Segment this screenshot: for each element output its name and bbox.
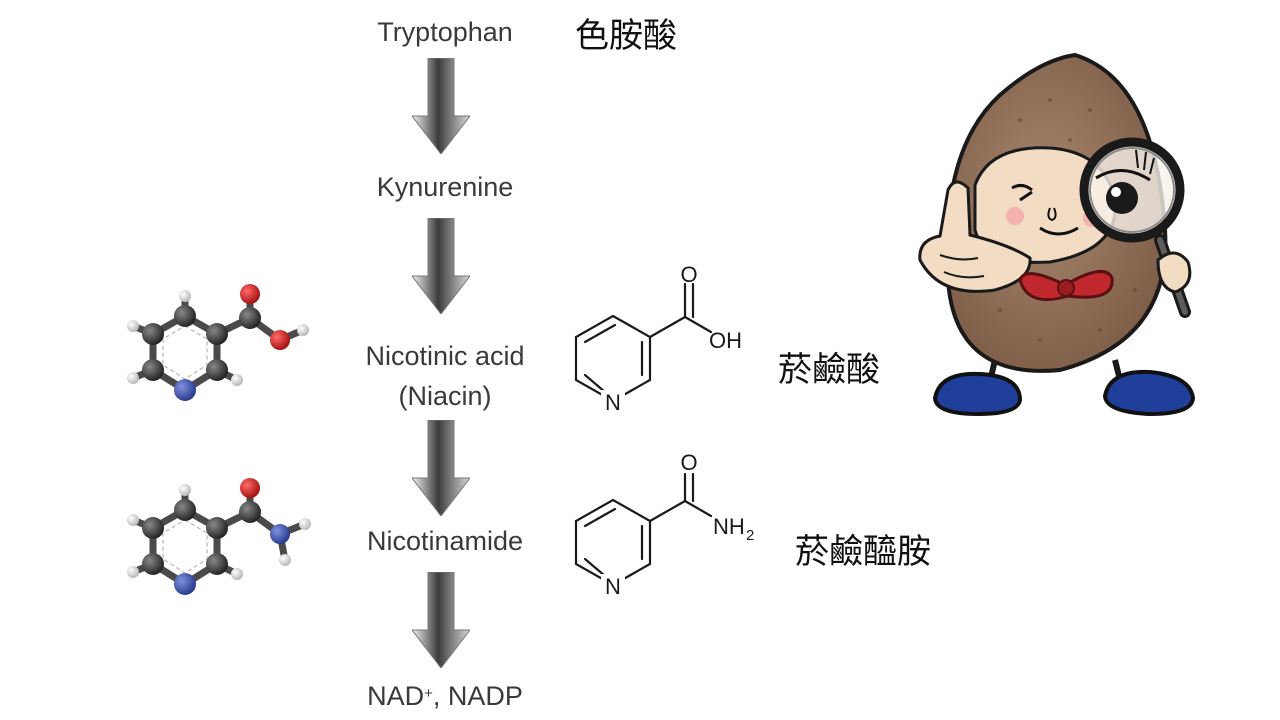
pathway-arrow-2 bbox=[412, 218, 470, 314]
chinese-niacin-label: 菸鹼酸 bbox=[778, 350, 880, 390]
niacin-skeletal-structure: N O OH bbox=[574, 262, 742, 415]
nicotinamide-nh-label: NH bbox=[713, 514, 745, 539]
step-tryptophan: Tryptophan bbox=[330, 12, 560, 52]
pathway-arrow-4 bbox=[412, 572, 470, 668]
niacin-oxygen-label: O bbox=[680, 262, 697, 287]
nicotinamide-oxygen-label: O bbox=[680, 450, 697, 475]
pathway-arrow-3 bbox=[412, 420, 470, 516]
step-nicotinic-acid: Nicotinic acid (Niacin) bbox=[330, 336, 560, 416]
nicotinamide-ball-and-stick-model bbox=[127, 478, 311, 595]
nicotinamide-skeletal-structure: N O NH 2 bbox=[574, 450, 754, 599]
step-kynurenine-label: Kynurenine bbox=[376, 172, 514, 202]
step-tryptophan-label: Tryptophan bbox=[377, 17, 513, 47]
chinese-nicotinamide-label: 菸鹼醯胺 bbox=[795, 532, 931, 572]
chinese-tryptophan-label: 色胺酸 bbox=[575, 16, 677, 56]
step-nad: NAD+, NADP bbox=[330, 676, 560, 716]
step-niacin-label: (Niacin) bbox=[398, 381, 492, 411]
step-nicotinamide-label: Nicotinamide bbox=[366, 526, 524, 556]
niacin-nitrogen-label: N bbox=[605, 390, 621, 415]
step-nad-tail: , NADP bbox=[432, 681, 523, 711]
step-nad-sup: + bbox=[424, 685, 433, 702]
step-kynurenine: Kynurenine bbox=[330, 167, 560, 207]
niacin-oh-label: OH bbox=[709, 328, 742, 353]
coconut-detective-with-magnifier-icon bbox=[918, 52, 1196, 417]
step-nad-label: NAD bbox=[367, 681, 425, 711]
pathway-arrow-1 bbox=[412, 58, 470, 154]
step-nicotinamide: Nicotinamide bbox=[330, 521, 560, 561]
nicotinamide-nitrogen-label: N bbox=[605, 574, 621, 599]
niacin-ball-and-stick-model bbox=[127, 284, 309, 401]
nicotinamide-nh-subscript: 2 bbox=[746, 527, 754, 544]
step-nicotinic-acid-label: Nicotinic acid bbox=[365, 341, 525, 371]
